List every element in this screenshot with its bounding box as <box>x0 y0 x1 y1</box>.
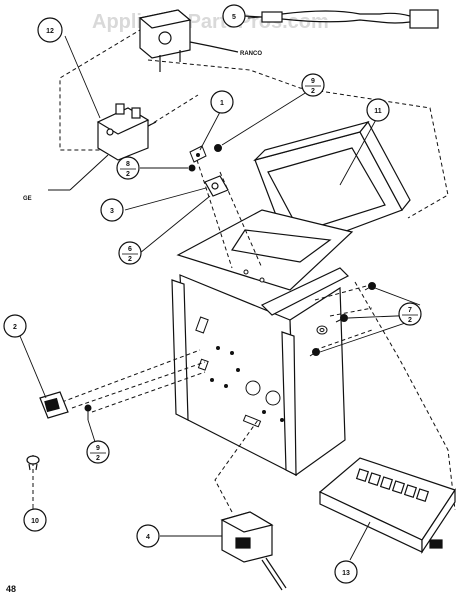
callout-12-number: 12 <box>46 28 54 35</box>
mounting-bracket <box>189 145 207 163</box>
panel-features <box>195 269 284 428</box>
callout-2-top-number: 2 <box>311 88 315 95</box>
callout-6-2: 6 2 <box>118 241 142 265</box>
callout-1-number: 1 <box>220 100 224 107</box>
screws <box>84 144 376 420</box>
callout-2-lower-number: 2 <box>96 455 100 462</box>
callout-1: 1 <box>210 90 234 114</box>
callout-2: 2 <box>3 314 27 338</box>
dashed-leader-lines <box>32 17 456 513</box>
screw-right-upper <box>364 282 376 291</box>
callout-6-number: 6 <box>128 246 132 253</box>
callout-11-number: 11 <box>374 108 382 115</box>
callout-4-number: 4 <box>146 534 150 541</box>
callout-10: 10 <box>23 508 47 532</box>
screw-left-of-relay <box>188 164 196 172</box>
callout-3-number: 3 <box>110 208 114 215</box>
screw-right-lower <box>309 348 320 357</box>
callout-4: 4 <box>136 524 160 548</box>
callout-9-2-top: 9 2 <box>301 73 325 97</box>
callout-leaders <box>19 16 421 561</box>
callout-13-number: 13 <box>342 570 350 577</box>
ranco-thermostat <box>138 9 239 72</box>
control-box-housing <box>171 120 411 477</box>
callout-7-denominator: 2 <box>408 317 412 324</box>
watermark-text: AppliancePartsPros.com <box>92 11 329 33</box>
callout-5-number: 5 <box>232 14 236 21</box>
relay <box>204 175 229 197</box>
callout-10-number: 10 <box>31 518 39 525</box>
ge-thermostat <box>96 103 157 161</box>
callout-7-2: 7 2 <box>398 302 422 326</box>
callout-12: 12 <box>37 17 63 43</box>
callout-9-lower-number: 9 <box>96 445 100 452</box>
callout-11: 11 <box>366 98 390 122</box>
screw-left-lower <box>84 404 92 420</box>
wire-harness <box>243 9 439 29</box>
selector-switch <box>220 511 287 591</box>
callout-6-denominator: 2 <box>128 256 132 263</box>
control-board <box>318 457 456 554</box>
callout-9-2-lower: 9 2 <box>86 440 110 464</box>
washer-right <box>316 325 328 335</box>
indicator-lamp <box>26 455 40 471</box>
screw-right-middle <box>335 314 348 323</box>
callout-8-2: 8 2 <box>116 156 140 180</box>
callout-7-number: 7 <box>408 307 412 314</box>
callout-8-number: 8 <box>126 161 130 168</box>
callout-9-top-number: 9 <box>311 78 315 85</box>
callout-2-number: 2 <box>13 324 17 331</box>
callout-3: 3 <box>100 198 124 222</box>
page-number: 48 <box>6 584 16 594</box>
callout-8-denominator: 2 <box>126 171 130 178</box>
screw-top-right <box>214 144 222 152</box>
callout-5: 5 <box>222 4 246 28</box>
ge-label: GE <box>23 196 32 202</box>
ranco-label: RANCO <box>240 51 262 57</box>
callout-13: 13 <box>334 560 358 584</box>
rocker-switch <box>39 391 69 419</box>
